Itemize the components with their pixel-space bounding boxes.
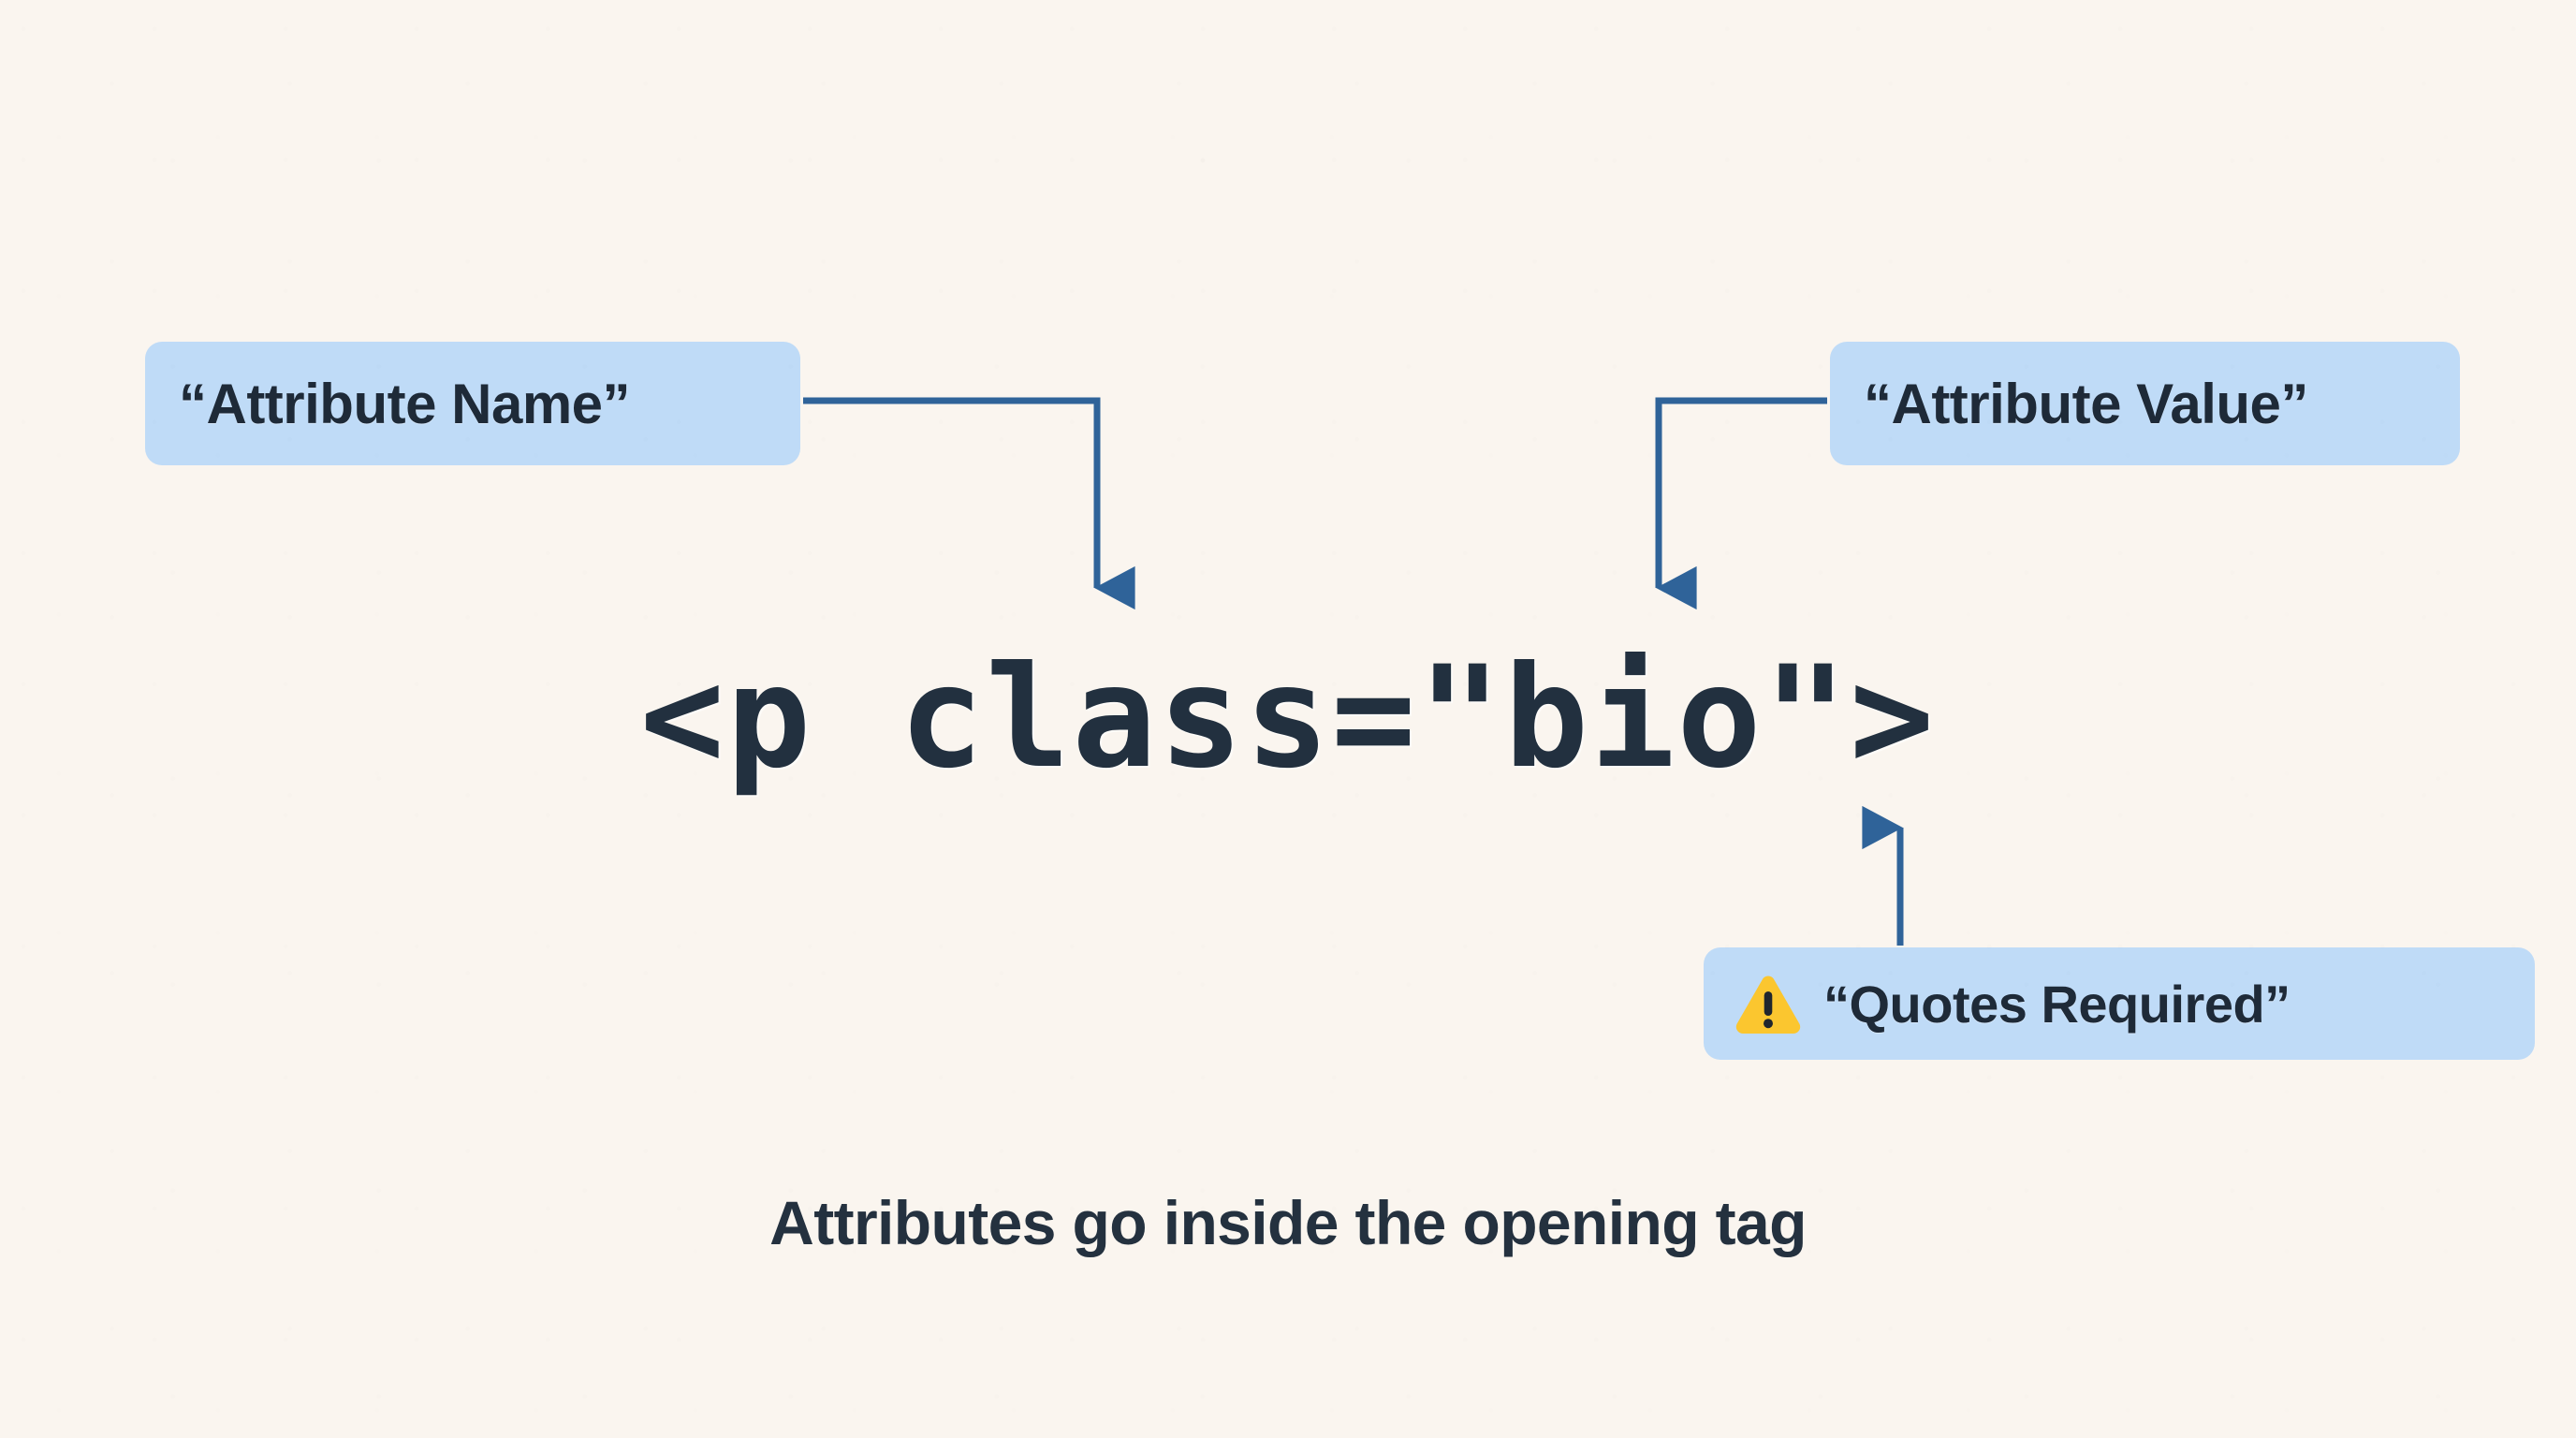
connector-attribute-name (803, 397, 1135, 610)
callout-attribute-name-label: “Attribute Name” (179, 372, 631, 435)
caption-text: Attributes go inside the opening tag (769, 1188, 1807, 1257)
warning-triangle-icon (1735, 976, 1801, 1034)
callout-attribute-value[interactable]: “Attribute Value” (1830, 342, 2460, 465)
code-snippet: <p class="bio"> (639, 637, 1937, 800)
connector-attribute-value (1655, 397, 1827, 610)
callout-quotes-required[interactable]: “Quotes Required” (1704, 947, 2535, 1060)
callout-attribute-name[interactable]: “Attribute Name” (145, 342, 800, 465)
callout-quotes-required-label: “Quotes Required” (1823, 974, 2291, 1034)
callout-attribute-value-label: “Attribute Value” (1864, 372, 2308, 435)
